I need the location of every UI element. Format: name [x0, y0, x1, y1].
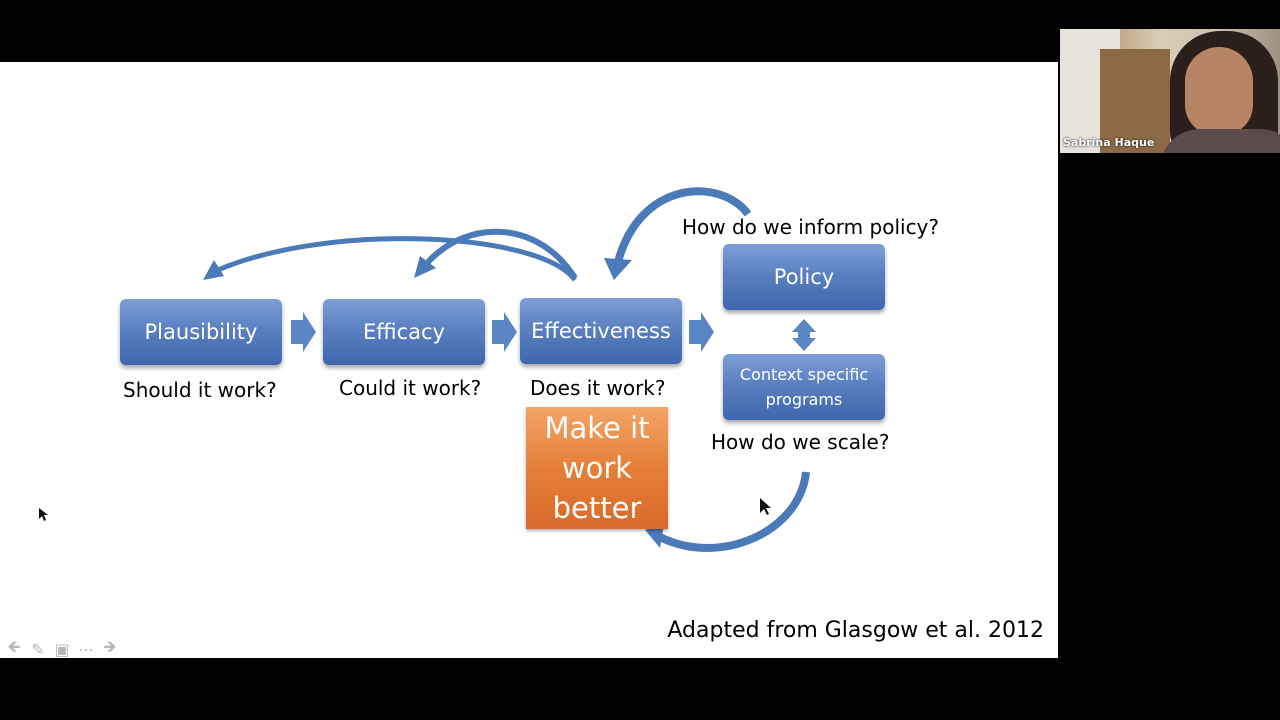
curved-arrow-icon	[217, 236, 578, 282]
slideshow-toolbar: 🡸 ✎ ▣ ⋯ 🡺	[4, 636, 120, 659]
mouse-cursor-icon	[760, 498, 771, 515]
policy-box: Policy	[723, 244, 885, 310]
make-it-work-better-box: Make it work better	[526, 407, 668, 529]
participant-shirt	[1160, 129, 1280, 153]
pen-icon[interactable]: ✎	[31, 639, 45, 659]
presentation-slide: Plausibility Efficacy Effectiveness Poli…	[0, 62, 1058, 658]
citation-text: Adapted from Glasgow et al. 2012	[667, 618, 1044, 643]
curved-arrow-icon	[658, 471, 810, 552]
participant-video: Sabrina Haque	[1060, 29, 1280, 153]
efficacy-box: Efficacy	[323, 299, 485, 365]
question-inform-policy: How do we inform policy?	[682, 215, 940, 239]
arrows-layer	[39, 187, 816, 552]
plausibility-box: Plausibility	[120, 299, 282, 365]
context-programs-box: Context specific programs	[723, 354, 885, 420]
mouse-cursor-icon	[39, 508, 48, 521]
more-icon[interactable]: ⋯	[78, 639, 94, 659]
question-could: Could it work?	[339, 376, 482, 400]
participant-name: Sabrina Haque	[1063, 136, 1155, 149]
effectiveness-box: Effectiveness	[520, 298, 682, 364]
arrow-right-icon	[492, 312, 517, 352]
arrow-right-icon	[291, 312, 316, 352]
previous-arrow-icon[interactable]: 🡸	[7, 636, 21, 656]
question-should: Should it work?	[123, 378, 277, 402]
double-arrow-icon	[792, 319, 816, 351]
curved-arrow-icon	[425, 228, 578, 280]
slides-icon[interactable]: ▣	[54, 639, 70, 659]
question-does: Does it work?	[530, 376, 666, 400]
question-scale: How do we scale?	[711, 430, 890, 454]
curved-arrow-icon	[614, 187, 752, 264]
next-arrow-icon[interactable]: 🡺	[103, 636, 117, 656]
arrow-right-icon	[689, 312, 714, 352]
participant-face	[1185, 47, 1253, 135]
video-background-door	[1100, 49, 1170, 153]
